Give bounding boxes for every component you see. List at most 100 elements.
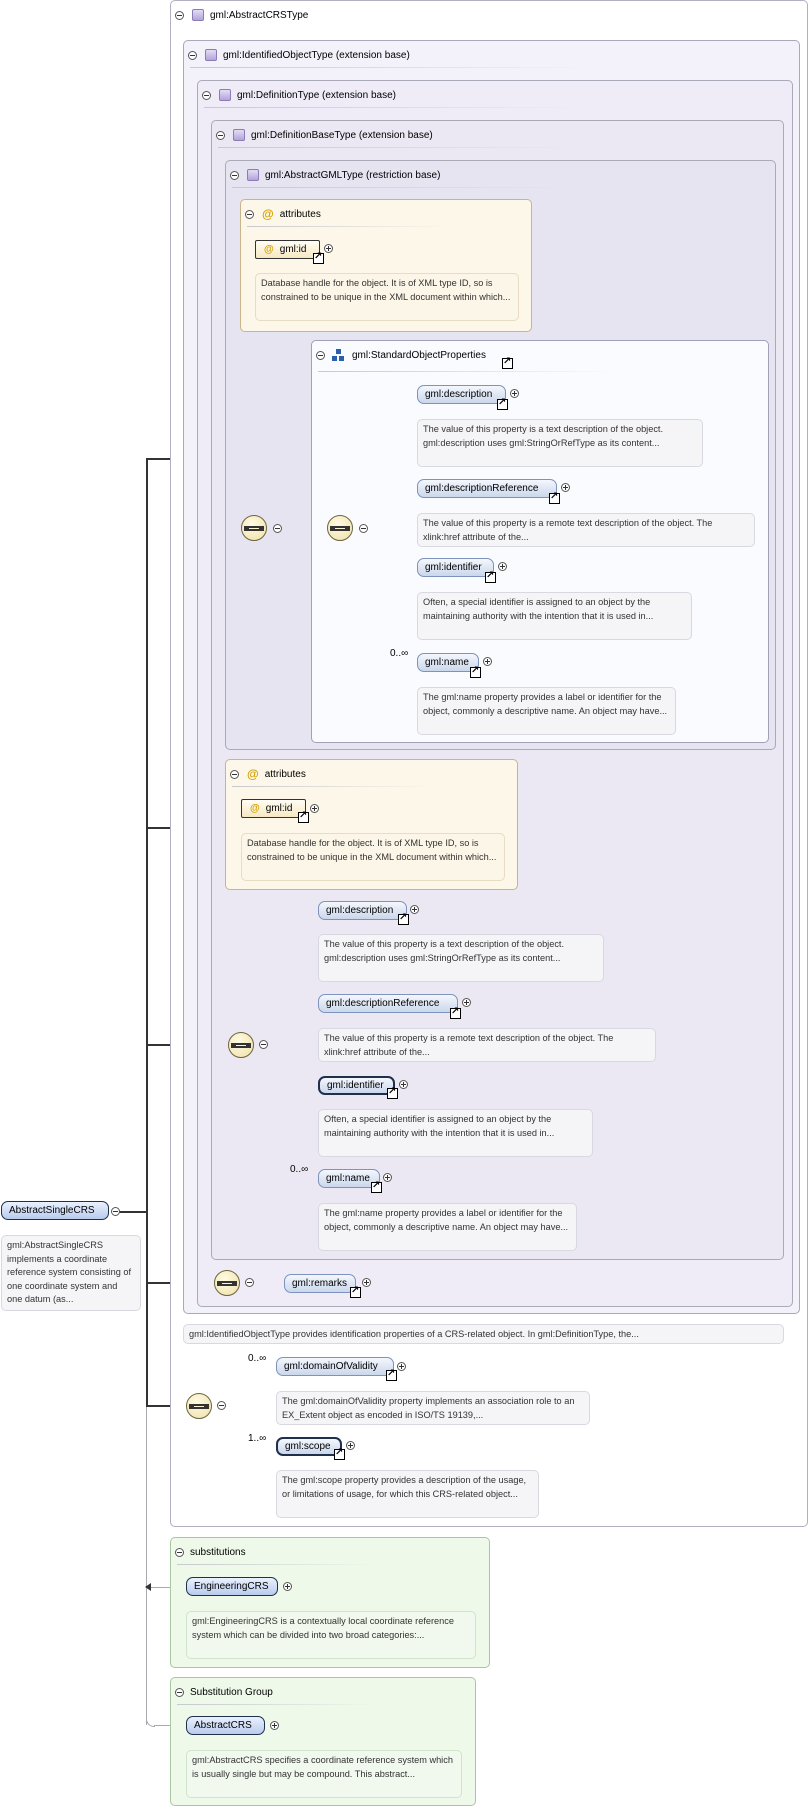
sequence-icon[interactable] (186, 1393, 212, 1419)
collapse-toggle[interactable] (230, 170, 239, 180)
collapse-toggle[interactable] (216, 130, 225, 140)
cardinality-label: 0..∞ (248, 1353, 267, 1364)
collapse-toggle[interactable] (316, 350, 325, 360)
connector-line (116, 1211, 146, 1213)
attributes-title: attributes (264, 768, 306, 780)
reference-link-icon[interactable] (398, 912, 409, 925)
complex-type-icon (219, 89, 231, 101)
expand-toggle[interactable] (510, 389, 519, 398)
element-remarks[interactable]: gml:remarks (284, 1274, 356, 1293)
element-description[interactable]: gml:description (318, 901, 407, 920)
substitution-group-element-abstract-crs[interactable]: AbstractCRS (186, 1716, 265, 1735)
type-title: gml:AbstractGMLType (restriction base) (265, 169, 441, 181)
element-identifier[interactable]: gml:identifier (417, 558, 494, 577)
collapse-toggle[interactable] (230, 769, 239, 779)
expand-toggle[interactable] (410, 905, 419, 914)
cardinality-label: 1..∞ (248, 1433, 267, 1444)
type-title: gml:DefinitionType (extension base) (237, 89, 396, 101)
reference-link-icon[interactable] (470, 665, 481, 678)
reference-link-icon[interactable] (549, 491, 560, 504)
collapse-toggle[interactable] (111, 1207, 120, 1216)
connector-line (146, 458, 148, 1407)
collapse-toggle[interactable] (175, 10, 184, 20)
reference-link-icon[interactable] (387, 1086, 398, 1099)
attributes-title: attributes (279, 208, 321, 220)
element-doc: The value of this property is a remote t… (417, 513, 755, 547)
reference-link-icon[interactable] (298, 810, 309, 823)
element-scope[interactable]: gml:scope (276, 1437, 342, 1456)
attribute-doc: Database handle for the object. It is of… (255, 273, 519, 321)
attribute-gml-id[interactable]: @ gml:id (255, 240, 320, 259)
attribute-gml-id[interactable]: @gml:id (241, 799, 306, 818)
collapse-toggle[interactable] (202, 90, 211, 100)
complex-type-icon (233, 129, 245, 141)
reference-link-icon[interactable] (350, 1285, 361, 1298)
expand-toggle[interactable] (462, 998, 471, 1007)
element-description[interactable]: gml:description (417, 385, 506, 404)
element-doc: Often, a special identifier is assigned … (318, 1109, 593, 1157)
reference-link-icon[interactable] (371, 1180, 382, 1193)
connector-line (146, 1587, 186, 1588)
reference-link-icon[interactable] (334, 1447, 345, 1460)
element-doc: The value of this property is a remote t… (318, 1028, 656, 1062)
expand-toggle[interactable] (483, 657, 492, 666)
sequence-icon[interactable] (214, 1270, 240, 1296)
expand-toggle[interactable] (270, 1721, 279, 1730)
root-element-doc: gml:AbstractSingleCRS implements a coord… (1, 1235, 141, 1311)
expand-toggle[interactable] (498, 562, 507, 571)
element-doc: The gml:domainOfValidity property implem… (276, 1391, 590, 1425)
attribute-icon: @ (247, 767, 259, 781)
collapse-toggle[interactable] (245, 1278, 254, 1287)
sequence-icon[interactable] (327, 515, 353, 541)
expand-toggle[interactable] (346, 1441, 355, 1450)
expand-toggle[interactable] (399, 1080, 408, 1089)
element-description-reference[interactable]: gml:descriptionReference (318, 994, 458, 1013)
collapse-toggle[interactable] (259, 1040, 268, 1049)
reference-link-icon[interactable] (485, 570, 496, 583)
attribute-icon: @ (250, 803, 260, 814)
element-domain-of-validity[interactable]: gml:domainOfValidity (276, 1357, 394, 1376)
attribute-doc: Database handle for the object. It is of… (241, 833, 505, 881)
substitution-element-engineering-crs[interactable]: EngineeringCRS (186, 1577, 278, 1596)
substitution-group-doc: gml:AbstractCRS specifies a coordinate r… (186, 1750, 462, 1798)
group-title: gml:StandardObjectProperties (352, 349, 486, 361)
connector-line (146, 1405, 186, 1407)
cardinality-label: 0..∞ (290, 1164, 309, 1175)
collapse-toggle[interactable] (217, 1401, 226, 1410)
collapse-toggle[interactable] (175, 1547, 184, 1557)
complex-type-icon (247, 169, 259, 181)
element-identifier[interactable]: gml:identifier (318, 1076, 395, 1095)
collapse-toggle[interactable] (188, 50, 197, 60)
expand-toggle[interactable] (397, 1362, 406, 1371)
sequence-icon[interactable] (241, 515, 267, 541)
group-icon (332, 348, 346, 362)
reference-link-icon[interactable] (450, 1006, 461, 1019)
attribute-icon: @ (264, 244, 274, 255)
substitutions-title: substitutions (190, 1546, 246, 1558)
element-doc: The gml:scope property provides a descri… (276, 1470, 539, 1518)
element-name[interactable]: gml:name (417, 653, 479, 672)
expand-toggle[interactable] (324, 244, 333, 253)
element-description-reference[interactable]: gml:descriptionReference (417, 479, 557, 498)
reference-link-icon[interactable] (497, 397, 508, 410)
expand-toggle[interactable] (310, 804, 319, 813)
reference-link-icon[interactable] (502, 356, 513, 369)
expand-toggle[interactable] (561, 483, 570, 492)
type-title: gml:IdentifiedObjectType (extension base… (223, 49, 410, 61)
reference-link-icon[interactable] (386, 1368, 397, 1381)
cardinality-label: 0..∞ (390, 648, 409, 659)
collapse-toggle[interactable] (273, 524, 282, 533)
expand-toggle[interactable] (362, 1278, 371, 1287)
element-doc: The gml:name property provides a label o… (318, 1203, 577, 1251)
sequence-icon[interactable] (228, 1032, 254, 1058)
connector-line (146, 1718, 155, 1727)
expand-toggle[interactable] (383, 1173, 392, 1182)
reference-link-icon[interactable] (313, 251, 324, 264)
collapse-toggle[interactable] (245, 209, 254, 219)
root-element-abstract-single-crs[interactable]: AbstractSingleCRS (1, 1201, 109, 1220)
collapse-toggle[interactable] (359, 524, 368, 533)
expand-toggle[interactable] (283, 1582, 292, 1591)
collapse-toggle[interactable] (175, 1687, 184, 1697)
attribute-name: gml:id (279, 244, 307, 255)
element-name[interactable]: gml:name (318, 1169, 380, 1188)
